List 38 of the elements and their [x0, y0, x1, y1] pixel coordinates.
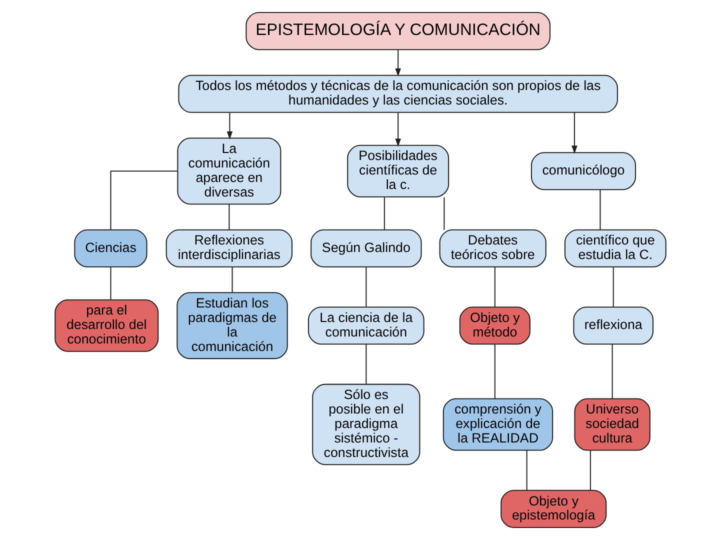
arrow	[394, 112, 400, 147]
node-box: Debates teóricos sobre	[438, 229, 546, 268]
node-box: Reflexiones interdisciplinarias	[165, 229, 292, 268]
connector	[365, 267, 366, 307]
node-box: Posibilidades científicas de la c.	[346, 144, 449, 198]
connector	[599, 190, 600, 230]
node-box: para el desarrollo del conocimiento	[54, 299, 158, 352]
node-box: La comunicación aparece en diversas	[176, 138, 281, 205]
connector	[365, 344, 366, 384]
connector	[383, 197, 384, 230]
node-box: EPISTEMOLOGÍA Y COMUNICACIÓN	[245, 12, 550, 50]
connector	[589, 450, 590, 490]
node-box: Ciencias	[74, 229, 147, 268]
connector	[526, 450, 527, 490]
node-box: Todos los métodos y técnicas de la comunicación son propios de las humanidades y las ciencias sociales.	[178, 74, 618, 113]
arrow	[571, 112, 577, 154]
connector	[612, 267, 614, 307]
node-box: reflexiona	[572, 306, 654, 345]
node-box: Sólo es posible en el paradigma sistémico - constructivista	[312, 384, 420, 466]
arrow	[226, 112, 232, 140]
node-box: Objeto y epistemología	[500, 490, 606, 528]
node-box: Según Galindo	[310, 229, 422, 268]
connector	[110, 170, 178, 230]
node-box: Universo sociedad cultura	[574, 398, 650, 451]
connector	[110, 267, 111, 300]
node-box: comprensión y explicación de la REALIDAD	[442, 398, 553, 451]
connector	[494, 344, 495, 399]
node-box: científico que estudia la C.	[564, 229, 666, 268]
node-box: Estudian los paradigmas de la comunicación	[176, 292, 288, 360]
connector	[231, 267, 232, 293]
connector	[228, 204, 230, 230]
connector	[494, 267, 495, 307]
arrow	[394, 50, 400, 77]
connector	[611, 344, 612, 399]
node-box: La ciencia de la comunicación	[307, 306, 424, 345]
node-box: Objeto y método	[458, 306, 530, 345]
node-box: comunicólogo	[530, 152, 636, 190]
connector	[443, 197, 444, 230]
